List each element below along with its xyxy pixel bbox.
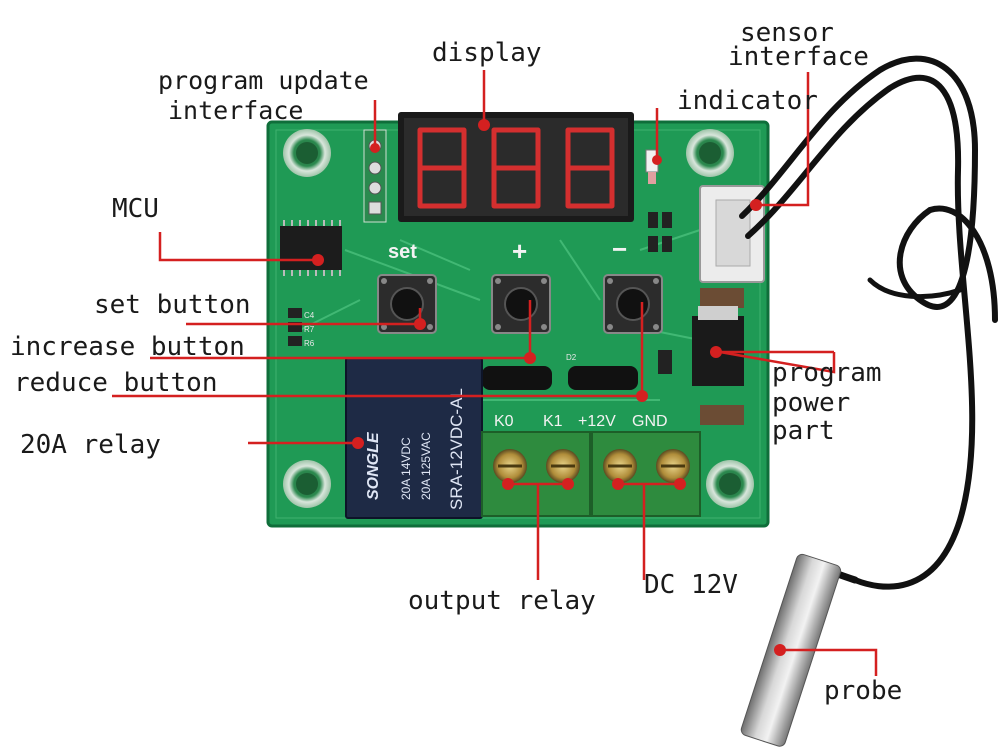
label-probe: probe — [824, 676, 903, 706]
relay-brand: SONGLE — [365, 431, 382, 500]
mounting-hole-top-left — [283, 129, 331, 177]
probe-cable — [739, 55, 998, 590]
terminal-label-k0: K0 — [494, 413, 514, 430]
label-display: display — [432, 38, 542, 68]
label-dc-12v: DC 12V — [644, 570, 738, 600]
silk-r6: R6 — [304, 339, 315, 348]
silk-c4: C4 — [304, 311, 315, 320]
label-20a-relay: 20A relay — [20, 430, 161, 460]
label-set-button: set button — [94, 290, 251, 320]
label-reduce-button: reduce button — [14, 368, 218, 398]
terminal-label-k1: K1 — [543, 413, 563, 430]
relay-spec-1: 20A 14VDC — [399, 437, 413, 500]
label-sensor-line1: sensor — [740, 18, 834, 48]
mounting-hole-bottom-right — [706, 460, 754, 508]
power-regulator — [692, 306, 744, 386]
terminal-block-power — [591, 431, 701, 517]
label-increase-button: increase button — [10, 332, 245, 362]
smd-components — [288, 212, 744, 425]
label-program-update-line1: program update — [158, 66, 369, 95]
silk-plus: + — [512, 236, 527, 266]
diodes — [482, 366, 638, 390]
increase-button[interactable] — [491, 274, 551, 334]
terminal-block-output — [481, 431, 591, 517]
silk-set: set — [388, 241, 417, 263]
seven-segment-display — [398, 112, 634, 222]
terminal-label-gnd: GND — [632, 413, 668, 430]
label-power-line2: power — [772, 388, 851, 418]
pointer-dots — [312, 119, 786, 656]
label-output-relay: output relay — [408, 586, 596, 616]
relay-20a: SONGLE 20A 14VDC 20A 125VAC SRA-12VDC-AL — [345, 357, 483, 519]
mounting-hole-top-right — [686, 129, 734, 177]
terminal-label-12v: +12V — [578, 413, 616, 430]
label-power-line3: part — [772, 416, 835, 446]
relay-spec-2: 20A 125VAC — [419, 432, 433, 500]
mcu-chip — [280, 220, 342, 276]
label-indicator: indicator — [677, 86, 818, 116]
mounting-hole-bottom-left — [283, 460, 331, 508]
label-mcu: MCU — [112, 194, 159, 224]
label-power-line1: program — [772, 358, 882, 388]
silk-r7: R7 — [304, 325, 315, 334]
relay-model: SRA-12VDC-AL — [447, 388, 466, 510]
silk-d2: D2 — [566, 353, 577, 362]
label-program-update-line2: interface — [168, 96, 304, 125]
label-sensor-line2: interface — [728, 42, 869, 72]
reduce-button[interactable] — [603, 274, 663, 334]
silk-minus: − — [612, 234, 627, 264]
